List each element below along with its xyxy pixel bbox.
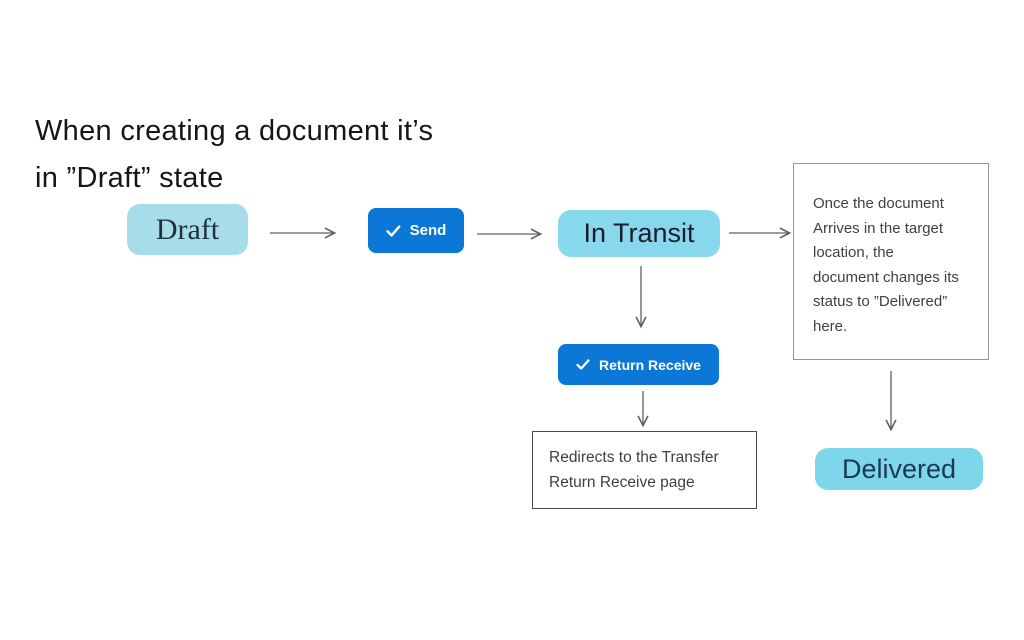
check-icon	[386, 224, 401, 237]
state-node-in-transit-label: In Transit	[583, 218, 695, 248]
state-node-draft: Draft	[127, 204, 248, 255]
redirect-note-text: Redirects to the Transfer Return Receive…	[549, 449, 719, 491]
state-node-delivered: Delivered	[815, 448, 983, 490]
redirect-note-box: Redirects to the Transfer Return Receive…	[532, 431, 757, 509]
slide-title: When creating a document it’s in ”Draft”…	[35, 108, 433, 202]
state-node-in-transit: In Transit	[558, 210, 720, 257]
return-receive-button-label: Return Receive	[599, 356, 701, 373]
return-receive-button[interactable]: Return Receive	[558, 344, 719, 385]
delivered-note-text: Once the document Arrives in the target …	[813, 195, 959, 335]
slide-title-line1: When creating a document it’s	[35, 115, 434, 147]
delivered-note-box: Once the document Arrives in the target …	[793, 163, 989, 360]
state-node-draft-label: Draft	[155, 212, 220, 246]
check-icon	[576, 359, 590, 370]
slide-title-line2: in ”Draft” state	[35, 162, 224, 194]
send-button-label: Send	[409, 222, 447, 239]
state-node-delivered-label: Delivered	[841, 453, 957, 484]
send-button[interactable]: Send	[368, 208, 464, 253]
